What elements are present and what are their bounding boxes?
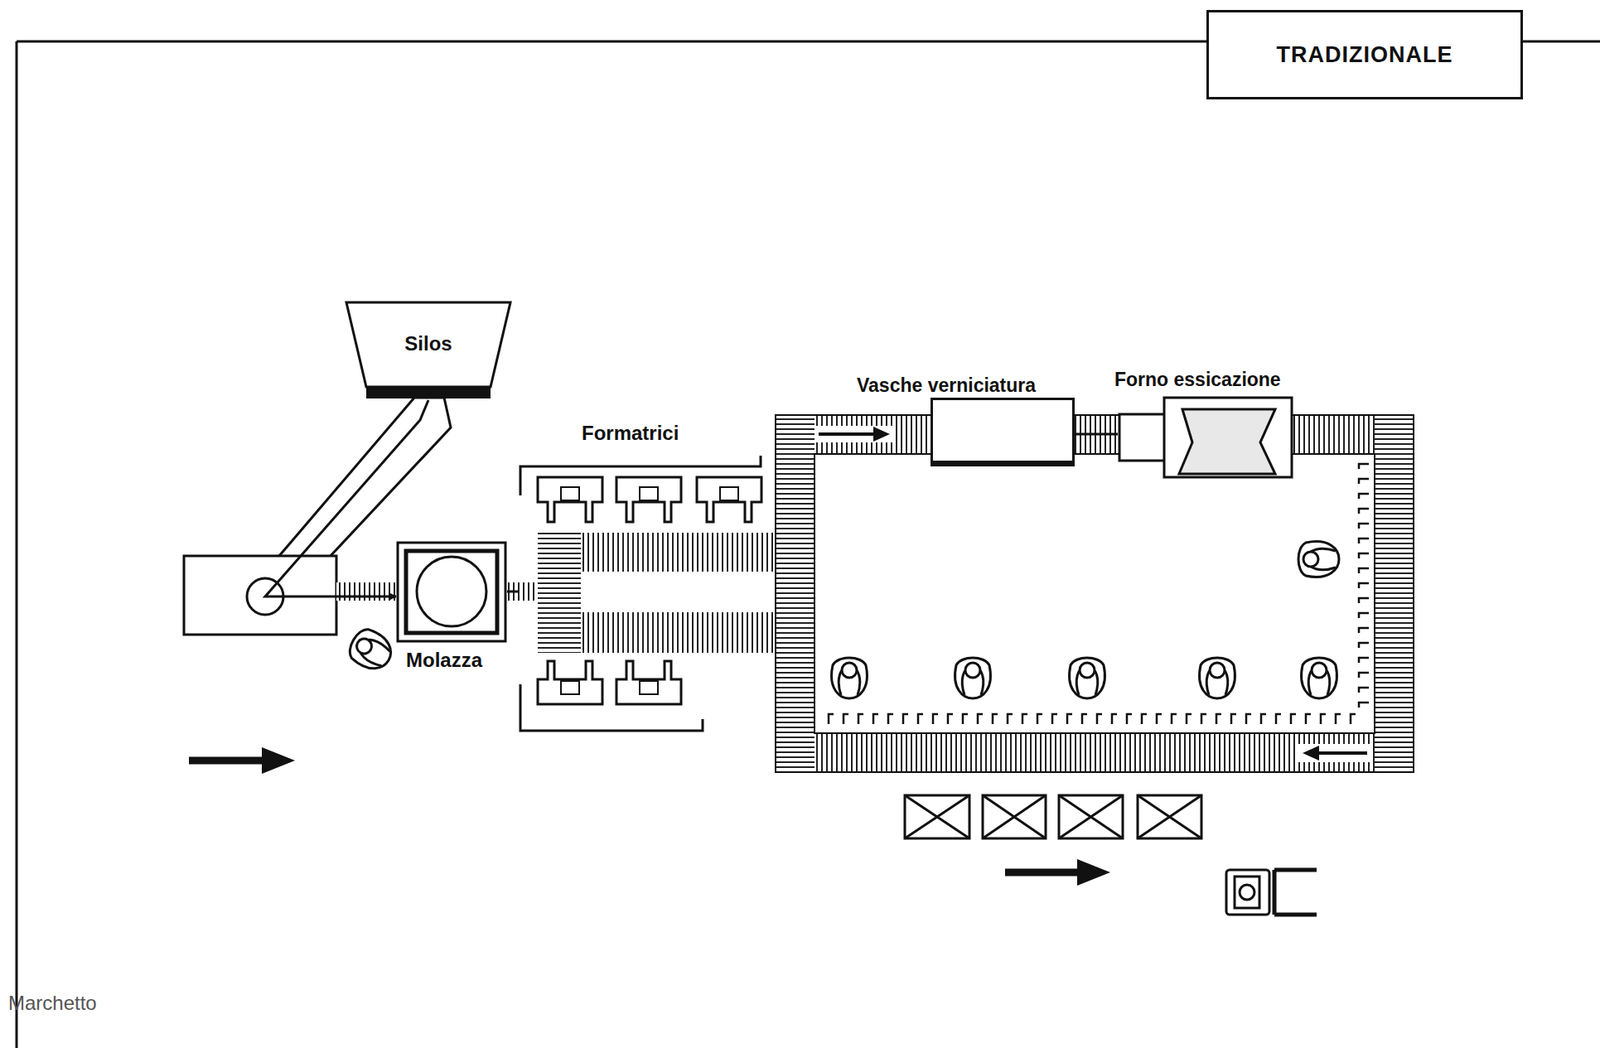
node-label: Silos bbox=[404, 332, 452, 401]
crates bbox=[904, 795, 1202, 839]
node-label: Molazza bbox=[406, 648, 483, 672]
drying-oven: Forno essicazione bbox=[1117, 392, 1294, 480]
forming-area: Formatrici bbox=[517, 418, 767, 734]
title-box: TRADIZIONALE bbox=[1206, 9, 1523, 100]
node-label: Formatrici bbox=[581, 421, 679, 445]
hooks bbox=[828, 464, 1369, 725]
node-label: TRADIZIONALE bbox=[1276, 42, 1454, 68]
node-label: Vasche verniciatura bbox=[856, 374, 1036, 397]
silo: Silos bbox=[344, 300, 513, 401]
belt bbox=[507, 582, 538, 601]
bracket bbox=[520, 455, 761, 731]
flow-arrow bbox=[188, 747, 1111, 886]
frame bbox=[16, 41, 1600, 1048]
forklift bbox=[1226, 870, 1317, 915]
oven-outline bbox=[1117, 392, 1294, 480]
forming-machines bbox=[537, 477, 762, 705]
connector bbox=[507, 590, 518, 594]
node-label: Forno essicazione bbox=[1114, 368, 1281, 392]
belt bbox=[336, 582, 397, 601]
workers bbox=[344, 541, 1339, 699]
connector bbox=[1074, 433, 1118, 436]
conveyor bbox=[537, 532, 776, 653]
mixer: Molazza bbox=[396, 541, 508, 643]
painting-tank: Vasche verniciatura bbox=[930, 397, 1075, 467]
watermark: Marchetto bbox=[8, 991, 97, 1016]
mixer-outline bbox=[396, 541, 508, 643]
conveyor-loop bbox=[775, 415, 1414, 773]
